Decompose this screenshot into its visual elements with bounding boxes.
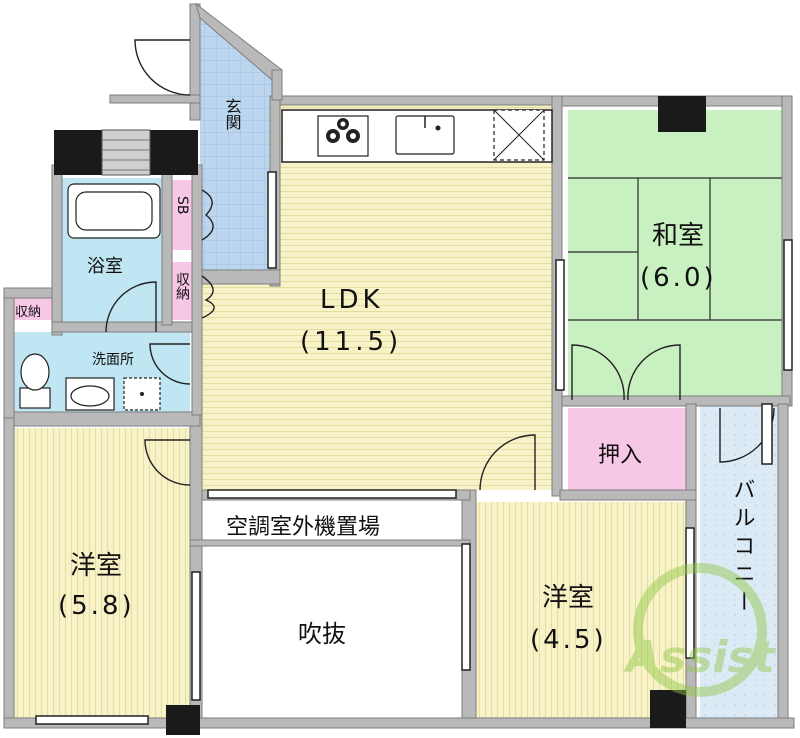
western-left-label: 洋室 <box>70 551 122 581</box>
basin-icon <box>65 377 115 411</box>
toilet-icon <box>19 353 51 409</box>
washroom-label: 洗面所 <box>92 352 134 368</box>
storage-left-label: 収納 <box>15 305 41 320</box>
ac-area-label: 空調室外機置場 <box>226 515 380 540</box>
storage-ldk-label: 収納 <box>174 272 190 301</box>
sb-label: SB <box>174 196 190 215</box>
washroom-door <box>149 343 191 385</box>
balcony-label: バルコニー <box>730 478 755 618</box>
void-floor <box>200 545 462 717</box>
washitsu-size: (6.0) <box>640 263 717 293</box>
fridge-space-icon <box>493 109 545 161</box>
storage-left-floor <box>14 298 54 320</box>
bath-door <box>105 281 157 333</box>
assist-watermark-logo: Assist <box>623 563 777 697</box>
vent-hatch <box>102 139 150 171</box>
ldk-label: LDK <box>320 285 384 315</box>
washitsu-floor <box>568 110 782 396</box>
tatami-lines <box>568 177 782 321</box>
storage-ldk-floor <box>172 262 192 320</box>
oshiire-label: 押入 <box>598 443 642 468</box>
washitsu-door-right <box>627 344 681 401</box>
western-right-door <box>479 434 536 491</box>
oshiire-floor <box>568 408 686 492</box>
western-left-size: (5.8) <box>58 591 135 621</box>
sb-floor <box>172 180 192 250</box>
washer-space-icon <box>123 377 161 411</box>
stove-icon <box>317 115 369 157</box>
entrance-door <box>134 39 191 96</box>
ldk-size: (11.5) <box>300 327 402 357</box>
sink-icon <box>395 115 455 155</box>
watermark-text: Assist <box>623 632 777 683</box>
washitsu-door-left <box>571 344 625 401</box>
sb-door <box>201 189 214 241</box>
entrance-label: 玄関 <box>223 98 242 131</box>
balcony-door <box>719 407 775 463</box>
western-left-door <box>144 439 191 486</box>
void-label: 吹抜 <box>298 620 346 648</box>
western-right-floor <box>472 502 686 720</box>
western-left-floor <box>14 428 190 720</box>
bath-label: 浴室 <box>87 256 123 277</box>
washitsu-label: 和室 <box>652 221 704 251</box>
columns <box>54 96 706 735</box>
door-swings <box>105 39 775 491</box>
ac-area-floor <box>200 500 462 540</box>
storage-door <box>201 275 215 319</box>
windows <box>35 171 793 725</box>
vent-shaft <box>101 129 151 176</box>
western-right-label: 洋室 <box>542 583 594 613</box>
bathtub-icon <box>67 183 161 239</box>
western-right-size: (4.5) <box>530 625 607 655</box>
entrance-floor <box>200 10 272 270</box>
